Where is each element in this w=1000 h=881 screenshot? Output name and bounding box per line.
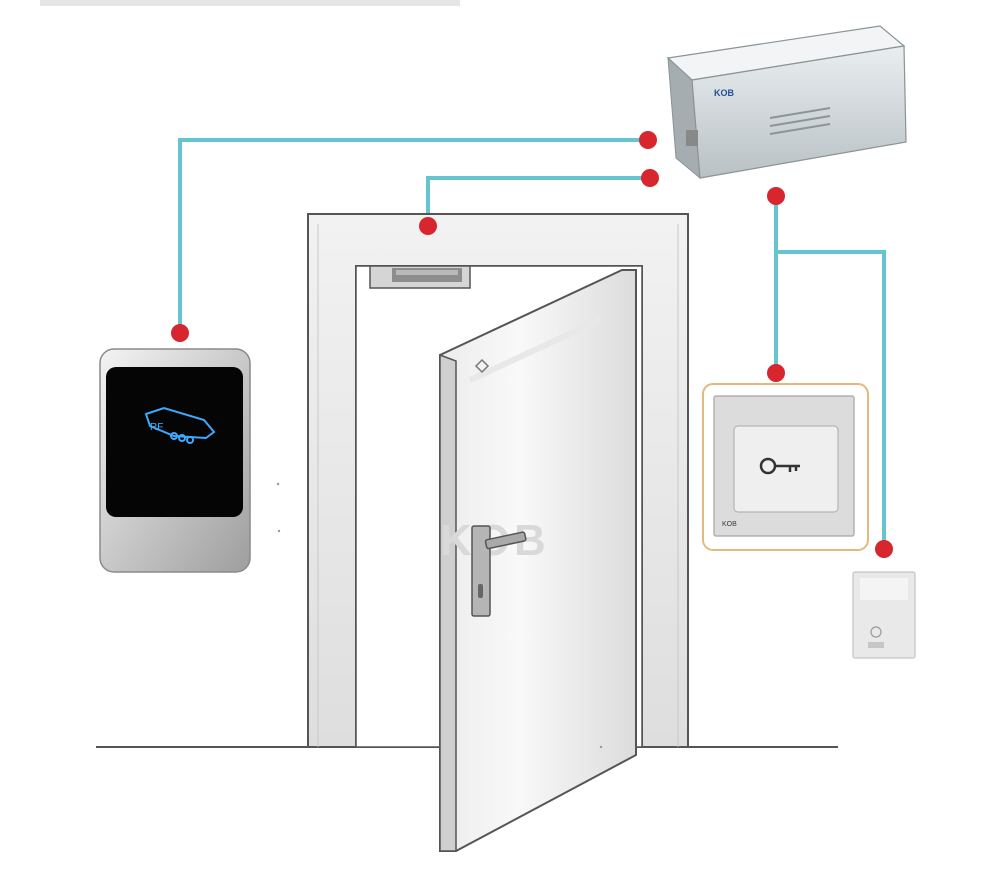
magnetic-lock (369, 265, 471, 289)
hand-card-icon (144, 406, 216, 444)
connector-dot (639, 131, 657, 149)
mark (276, 482, 280, 486)
cropped-header-text (40, 0, 460, 6)
connector-dot (767, 364, 785, 382)
exit-button-brand: KOB (722, 521, 737, 528)
power-controller-box: KOB (666, 25, 907, 180)
connector-dot (875, 540, 893, 558)
psu-brand: KOB (714, 88, 735, 98)
wire-reader-to-controller (178, 138, 648, 333)
mark (277, 529, 281, 533)
wire-controller-to-power-box (776, 250, 886, 549)
key-icon (759, 457, 800, 475)
wiring (178, 138, 886, 549)
wire-lock-to-controller (426, 176, 650, 226)
exit-button: KOB (702, 383, 869, 551)
rfid-reader: RF (99, 348, 251, 573)
connector-dot (641, 169, 659, 187)
open-door: KOB (439, 269, 637, 852)
reader-rf-label: RF (150, 422, 163, 433)
mark (599, 745, 603, 749)
connector-dot (419, 217, 437, 235)
connector-dot (171, 324, 189, 342)
junction-power-box (852, 571, 916, 659)
door-handle-icon (471, 525, 527, 617)
wire-connectors (171, 131, 893, 558)
door-peephole-icon (474, 358, 490, 374)
connector-dot (767, 187, 785, 205)
